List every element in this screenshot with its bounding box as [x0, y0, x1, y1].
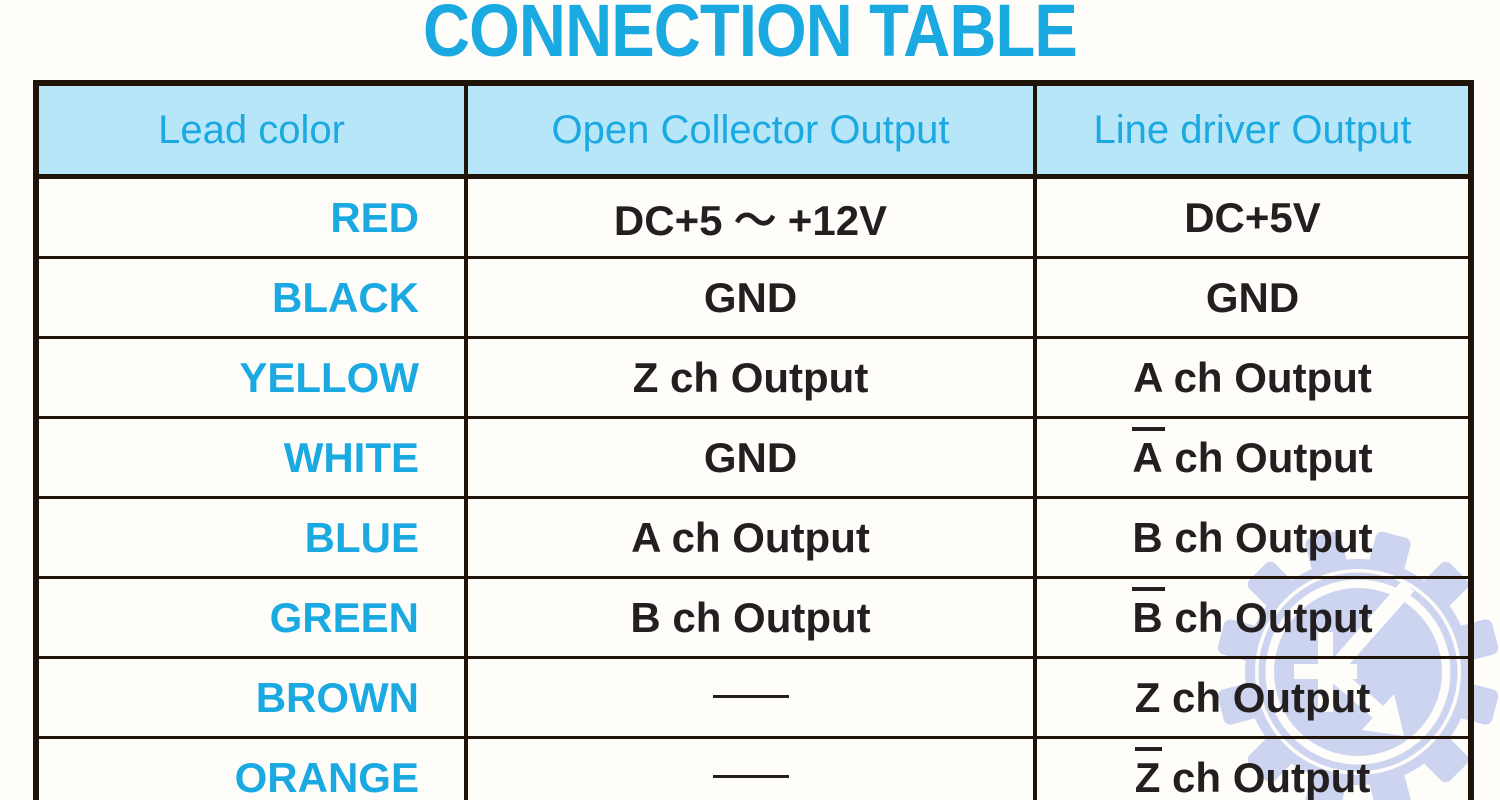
line-driver-cell: A ch Output	[1033, 336, 1473, 419]
header-open-collector-output: Open Collector Output	[464, 81, 1037, 179]
cell-text: ch Output	[1162, 593, 1373, 641]
lead-color-cell: BLACK	[34, 256, 468, 339]
open-collector-cell: B ch Output	[464, 576, 1037, 659]
cell-text: B ch Output	[630, 593, 871, 641]
no-connection-dash	[712, 694, 789, 698]
lead-color-label: ORANGE	[234, 753, 419, 800]
open-collector-cell: A ch Output	[464, 496, 1037, 579]
line-driver-cell: B ch Output	[1033, 576, 1473, 659]
overlined-letter: A	[1132, 426, 1166, 481]
cell-text: Z ch Output	[632, 353, 869, 401]
header-row: Lead color Open Collector Output Line dr…	[34, 81, 1473, 179]
lead-color-label: YELLOW	[239, 353, 419, 401]
lead-color-label: BLUE	[304, 513, 419, 561]
table-row: BLUE A ch Output B ch Output	[34, 496, 1473, 579]
cell-text: Z ch Output	[1134, 673, 1371, 721]
lead-color-cell: YELLOW	[34, 336, 468, 419]
open-collector-cell: GND	[464, 416, 1037, 499]
cell-text: A ch Output	[631, 513, 870, 561]
table-row: WHITE GND A ch Output	[34, 416, 1473, 499]
table-row: BLACK GND GND	[34, 256, 1473, 339]
lead-color-cell: GREEN	[34, 576, 468, 659]
cell-text: DC+5V	[1184, 193, 1321, 241]
connection-table: Lead color Open Collector Output Line dr…	[33, 80, 1474, 800]
line-driver-cell: Z ch Output	[1033, 736, 1473, 800]
table-row: RED DC+5 ～ +12V DC+5V	[34, 175, 1473, 259]
cell-text: ch Output	[1162, 433, 1373, 481]
lead-color-label: BROWN	[255, 673, 419, 721]
cell-text: DC+5 ～ +12V	[613, 197, 888, 244]
cell-text: A ch Output	[1133, 353, 1372, 401]
open-collector-cell	[464, 736, 1037, 800]
cell-text: B ch Output	[1132, 513, 1373, 561]
table-row: BROWN Z ch Output	[34, 656, 1473, 739]
table-row: YELLOW Z ch Output A ch Output	[34, 336, 1473, 419]
line-driver-cell: GND	[1033, 256, 1473, 339]
lead-color-label: BLACK	[272, 273, 419, 321]
cell-text: ch Output	[1160, 753, 1371, 800]
line-driver-cell: DC+5V	[1033, 175, 1473, 259]
open-collector-cell: DC+5 ～ +12V	[464, 175, 1037, 259]
lead-color-cell: ORANGE	[34, 736, 468, 800]
table-header: Lead color Open Collector Output Line dr…	[34, 81, 1473, 179]
page-title: CONNECTION TABLE	[423, 0, 1078, 72]
header-line-driver-output: Line driver Output	[1033, 81, 1473, 179]
cell-text: GND	[703, 433, 798, 481]
line-driver-cell: Z ch Output	[1033, 656, 1473, 739]
lead-color-label: WHITE	[283, 433, 419, 481]
overlined-letter: B	[1132, 586, 1166, 641]
overlined-letter: Z	[1134, 746, 1162, 800]
cell-text: GND	[1205, 273, 1300, 321]
lead-color-cell: BLUE	[34, 496, 468, 579]
line-driver-cell: A ch Output	[1033, 416, 1473, 499]
lead-color-label: GREEN	[269, 593, 419, 641]
table-row: ORANGE Z ch Output	[34, 736, 1473, 800]
header-lead-color: Lead color	[34, 81, 468, 179]
open-collector-cell: GND	[464, 256, 1037, 339]
open-collector-cell	[464, 656, 1037, 739]
no-connection-dash	[712, 774, 789, 778]
line-driver-cell: B ch Output	[1033, 496, 1473, 579]
table-body: RED DC+5 ～ +12V DC+5V BLACK GND GND YELLOW Z ch…	[34, 175, 1473, 800]
lead-color-cell: BROWN	[34, 656, 468, 739]
cell-text: GND	[703, 273, 798, 321]
lead-color-cell: RED	[34, 175, 468, 259]
lead-color-cell: WHITE	[34, 416, 468, 499]
lead-color-label: RED	[330, 193, 419, 241]
open-collector-cell: Z ch Output	[464, 336, 1037, 419]
